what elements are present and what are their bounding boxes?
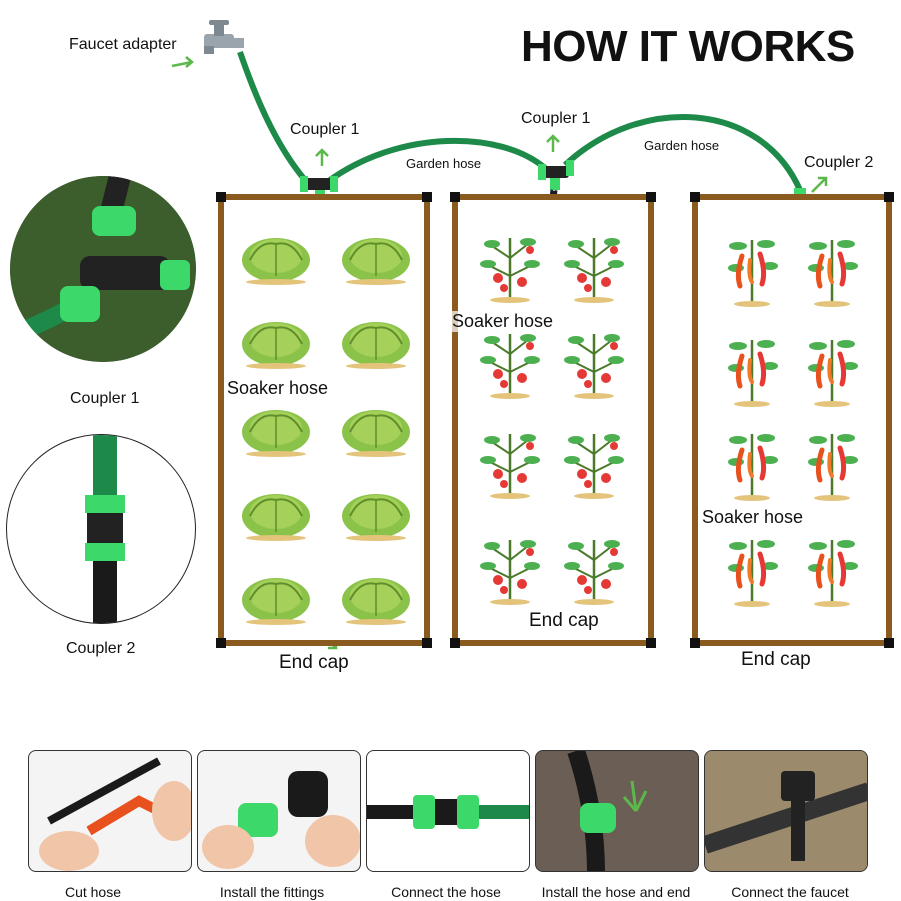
end-cap-label-b: End cap — [529, 610, 599, 631]
step-caption-4: Install the hose and end — [541, 884, 691, 900]
step-photo-connect-hose — [366, 750, 530, 872]
coupler1-label-b: Coupler 1 — [521, 110, 591, 127]
end-cap-label-a: End cap — [279, 652, 349, 673]
coupler1-label-a: Coupler 1 — [290, 121, 360, 138]
garden-hose-label-b: Garden hose — [644, 138, 720, 153]
garden-bed-tomato — [450, 192, 656, 648]
step-photo-install-fittings — [197, 750, 361, 872]
garden-bed-pepper — [690, 192, 894, 648]
garden-hose-3 — [562, 113, 803, 192]
soaker-hose-label-c: Soaker hose — [702, 507, 804, 528]
faucet-adapter-label: Faucet adapter — [69, 36, 177, 53]
end-cap-label-c: End cap — [741, 649, 811, 670]
lettuce-grid — [241, 237, 411, 626]
garden-hose-2 — [328, 137, 547, 183]
step-photo-install-hose-end — [535, 750, 699, 872]
step-caption-5: Connect the faucet — [731, 884, 849, 900]
garden-hose-1 — [237, 51, 308, 182]
step-photo-connect-faucet — [704, 750, 868, 872]
soaker-hose-label-a: Soaker hose — [227, 378, 329, 399]
coupler1-caption: Coupler 1 — [70, 390, 140, 407]
coupler2-caption: Coupler 2 — [66, 640, 136, 657]
faucet-icon — [204, 20, 244, 54]
page-title: HOW IT WORKS — [521, 22, 855, 71]
soaker-hose-label-b: Soaker hose — [452, 311, 554, 332]
step-photo-cut-hose — [28, 750, 192, 872]
coupler1-photo — [10, 176, 196, 362]
step-caption-3: Connect the hose — [391, 884, 501, 900]
coupler2-photo — [6, 434, 196, 624]
pepper-grid — [700, 202, 884, 638]
step-caption-2: Install the fittings — [219, 884, 325, 900]
tomato-grid — [478, 236, 626, 607]
step-caption-1: Cut hose — [64, 884, 122, 900]
coupler2-label-top: Coupler 2 — [804, 154, 874, 171]
garden-hose-label-a: Garden hose — [406, 156, 482, 171]
coupler-fitting-2 — [538, 160, 574, 190]
